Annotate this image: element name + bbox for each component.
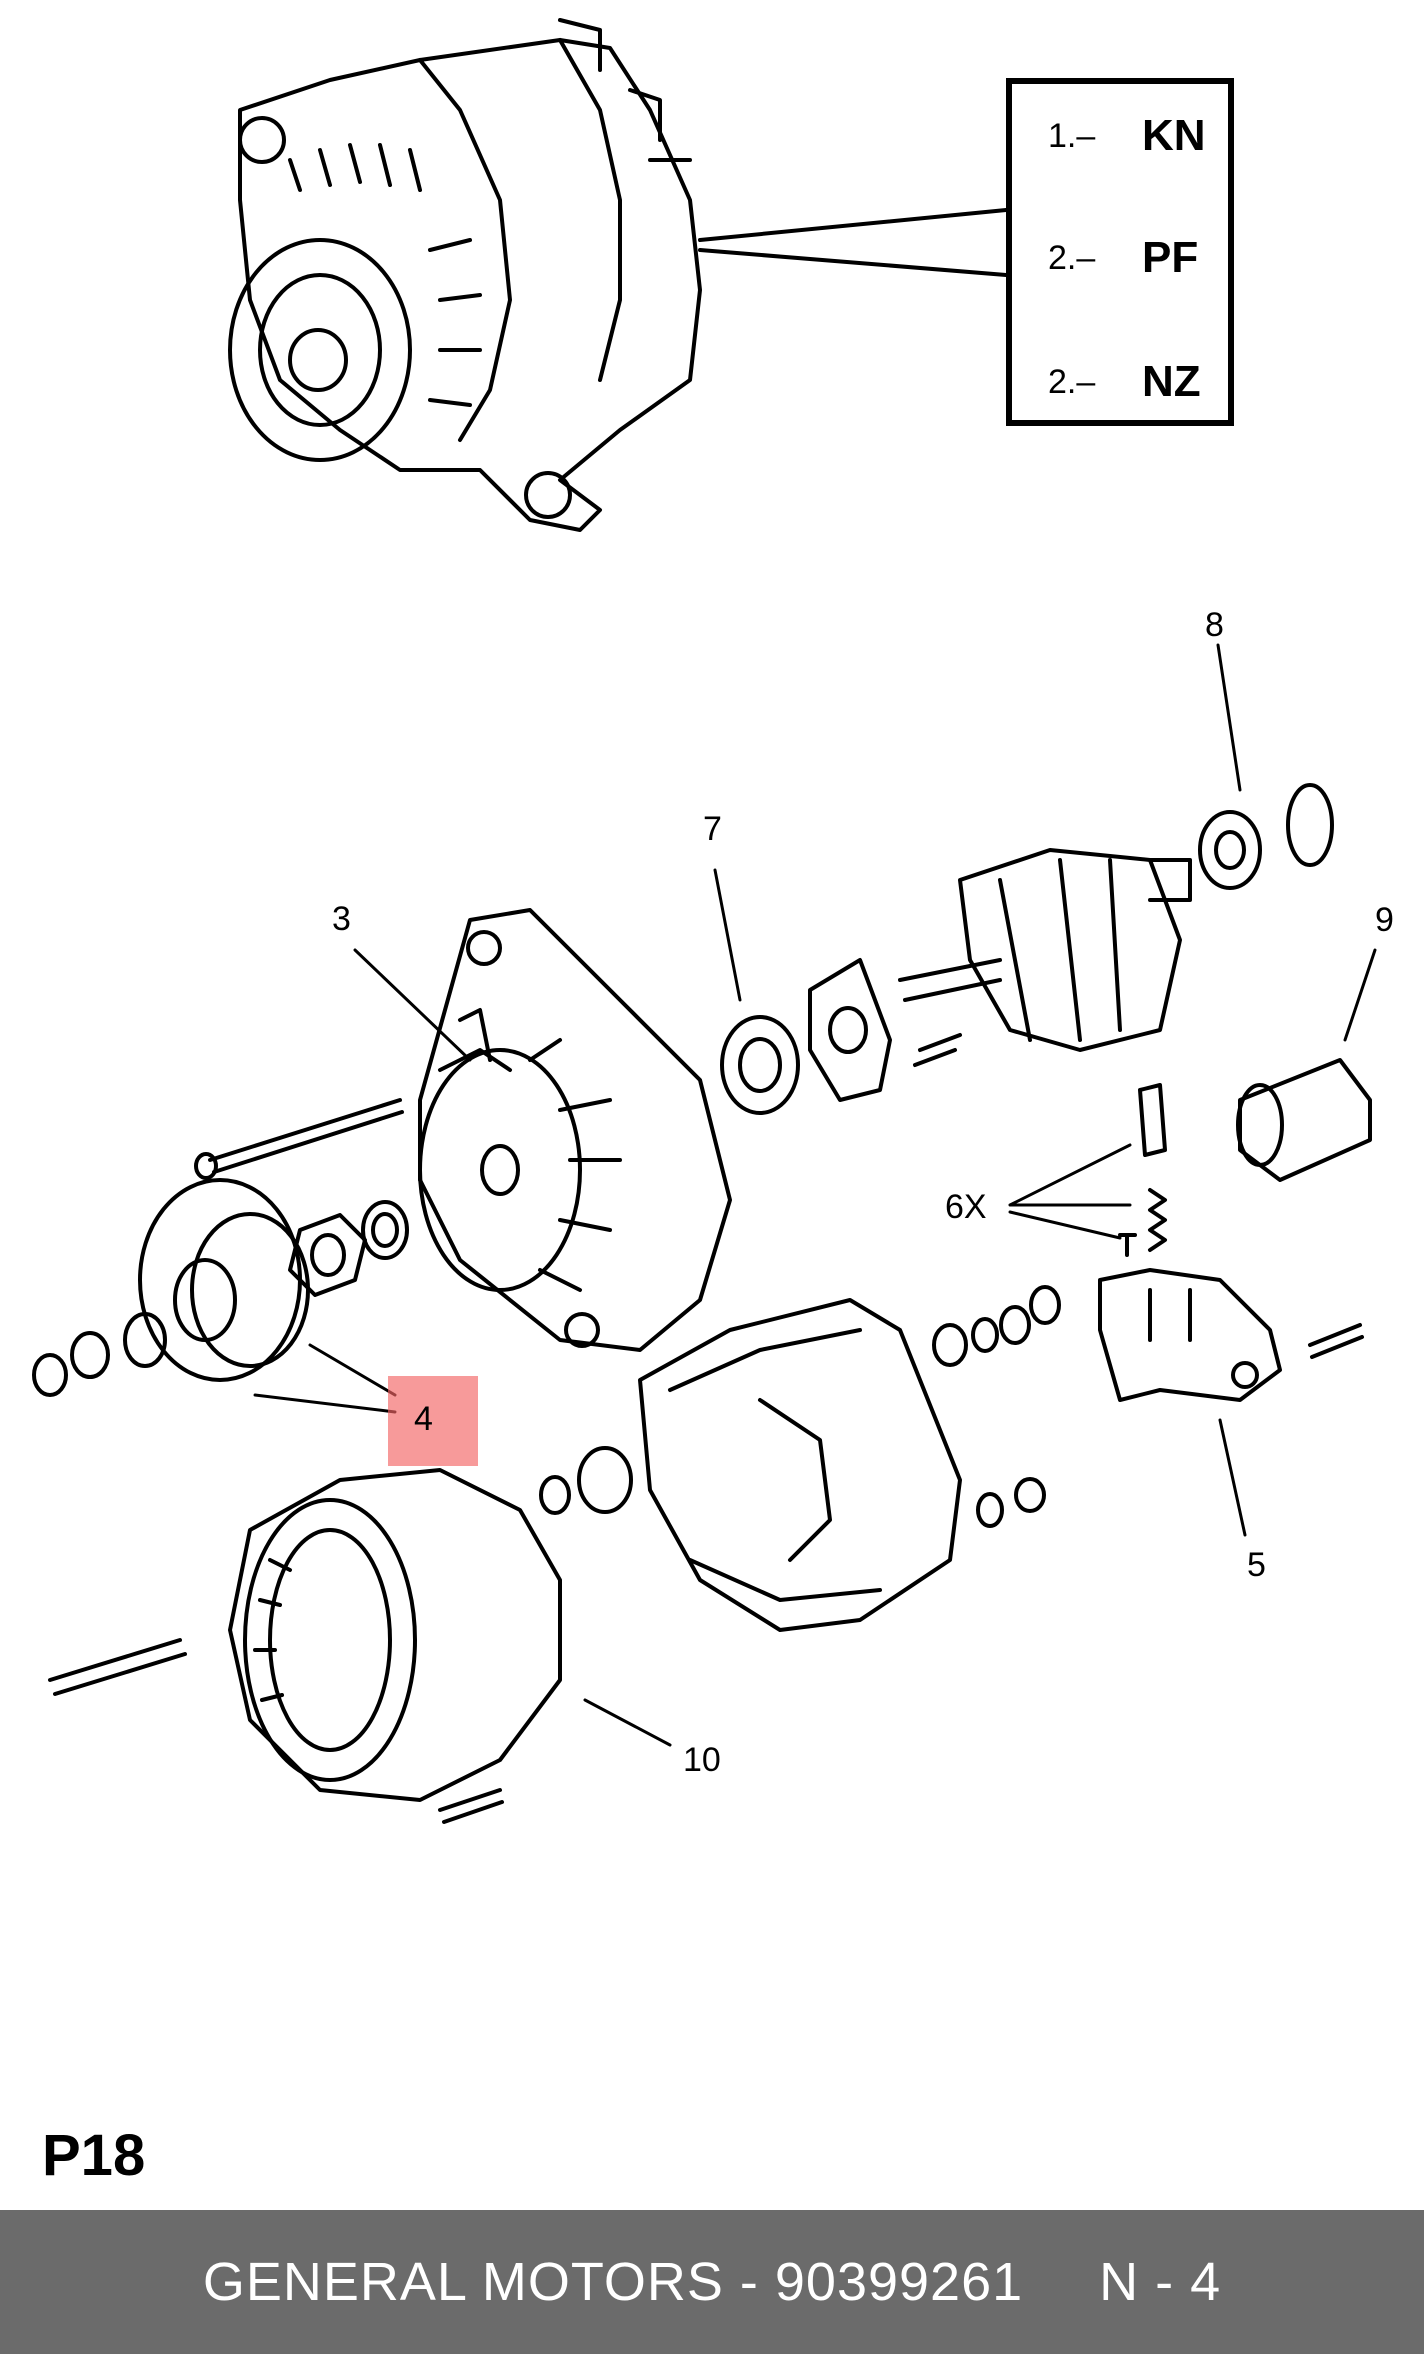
legend-row-nz: 2.– NZ <box>1048 352 1201 412</box>
callout-7: 7 <box>703 810 722 848</box>
legend-code: NZ <box>1142 357 1201 406</box>
legend-row-pf: 2.– PF <box>1048 228 1198 288</box>
through-bolt <box>194 1098 404 1180</box>
part-5-regulator <box>932 1268 1364 1528</box>
callout-9: 9 <box>1375 901 1394 939</box>
callout-5: 5 <box>1247 1546 1266 1584</box>
footer-bar: GENERAL MOTORS - 90399261 N - 4 <box>0 2210 1424 2354</box>
exploded-view-drawing <box>32 18 1377 1824</box>
part-4-pulley <box>32 1178 310 1397</box>
footer-position: N - 4 <box>1099 2252 1222 2312</box>
legend-row-kn: 1.– KN <box>1048 106 1206 166</box>
assembled-alternator <box>228 18 1008 532</box>
legend-number: 2.– <box>1048 238 1096 277</box>
variant-legend-box: 1.– KN 2.– PF 2.– NZ <box>1006 78 1234 426</box>
legend-number: 1.– <box>1048 116 1096 155</box>
part-7-bearing <box>720 958 962 1115</box>
part-4-highlight <box>388 1376 478 1466</box>
footer-part-number: GENERAL MOTORS - 90399261 <box>202 2252 1024 2312</box>
part-3-drive-end-housing <box>418 908 732 1352</box>
pulley-nut-washers <box>288 1200 409 1297</box>
legend-code: KN <box>1142 111 1206 160</box>
callout-4[interactable]: 4 <box>414 1400 433 1438</box>
slip-ring-end-housing <box>539 1298 962 1632</box>
leader-lines <box>253 643 1377 1747</box>
legend-code: PF <box>1142 233 1199 282</box>
callout-10: 10 <box>683 1741 721 1779</box>
rotor <box>898 783 1334 1052</box>
part-9-cover <box>1236 1058 1372 1182</box>
part-10-stator <box>48 1468 562 1824</box>
callout-8: 8 <box>1205 606 1224 644</box>
legend-number: 2.– <box>1048 362 1096 401</box>
part-6x-brushes <box>1118 1083 1167 1257</box>
callout-3: 3 <box>332 900 351 938</box>
callout-6x: 6X <box>945 1188 987 1226</box>
page-label: P18 <box>42 2123 146 2188</box>
